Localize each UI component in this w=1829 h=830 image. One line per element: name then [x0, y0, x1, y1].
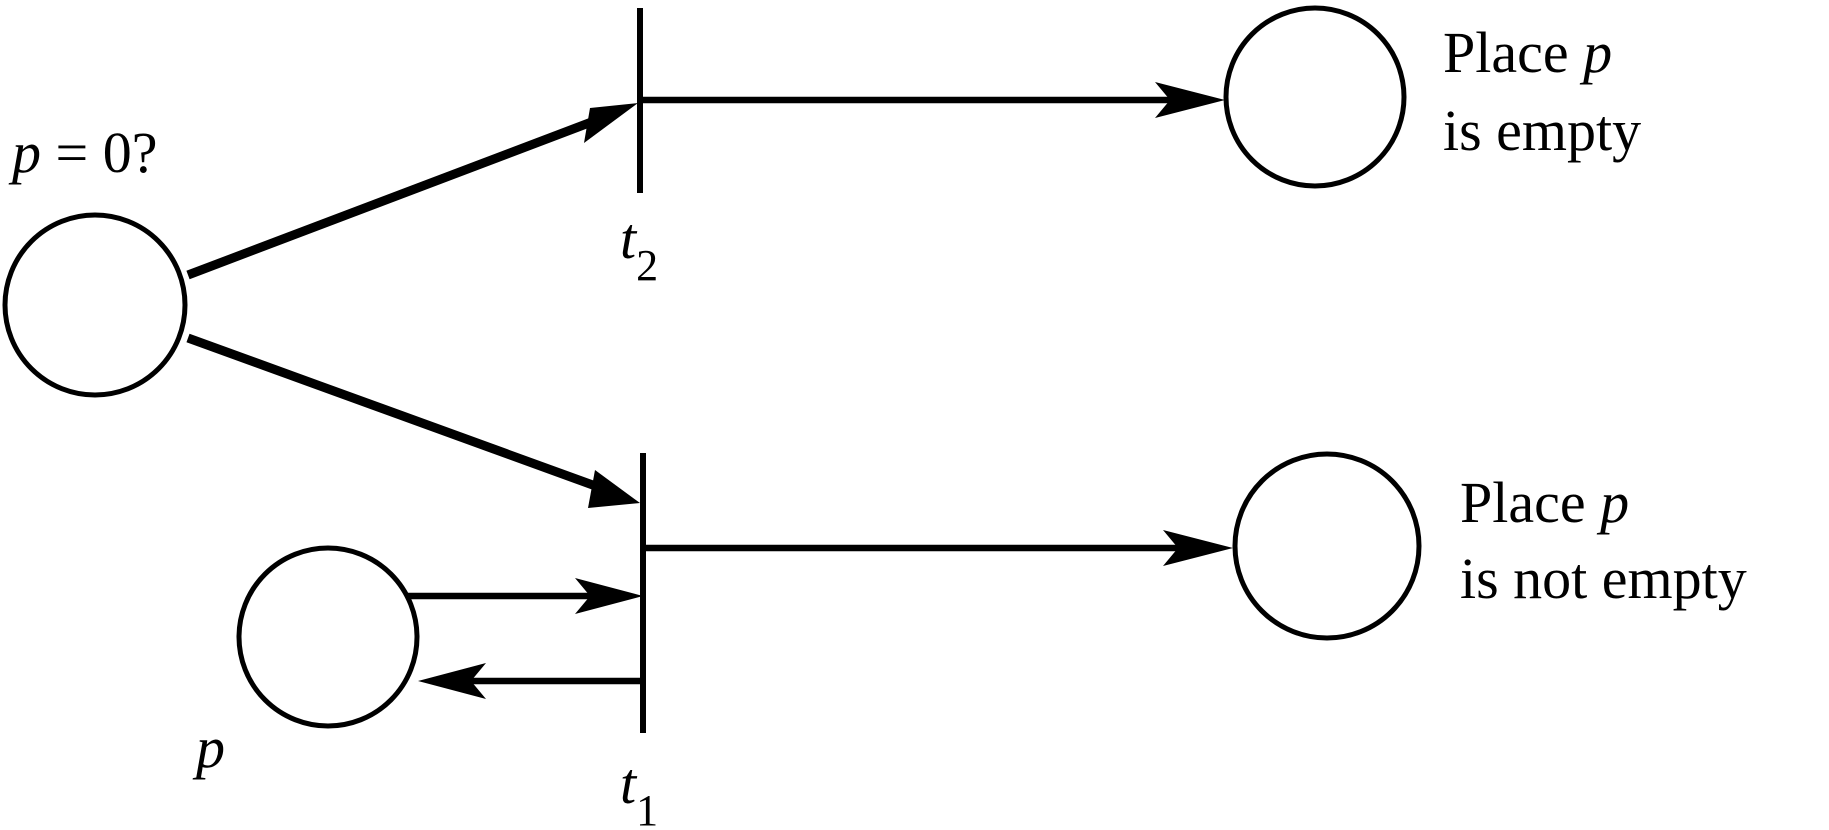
place-not-empty — [1232, 451, 1422, 641]
arc-t1-to-counter-head — [418, 663, 486, 699]
arc-question-to-t1-head — [588, 470, 640, 508]
arc-t1-to-not-empty-head — [1163, 530, 1233, 566]
place-empty-label-line1: Place p — [1443, 20, 1612, 85]
place-question — [2, 212, 188, 398]
place-empty — [1223, 5, 1407, 189]
arc-question-to-t2 — [186, 110, 612, 280]
place-counter-p — [236, 545, 420, 729]
place-empty-label-line2: is empty — [1443, 98, 1641, 163]
arc-t2-to-empty-head — [1155, 82, 1225, 118]
arc-question-to-t1 — [186, 333, 614, 497]
place-not-empty-label-line2: is not empty — [1460, 546, 1747, 611]
transition-t2-label: t2 — [620, 206, 658, 290]
question-label: p = 0? — [8, 120, 157, 185]
arc-counter-to-t1-head — [575, 578, 643, 614]
place-not-empty-label-line1: Place p — [1460, 470, 1629, 535]
place-counter-label: p — [192, 715, 225, 780]
arc-question-to-t2-head — [584, 103, 638, 143]
transition-t1-label: t1 — [620, 751, 658, 830]
